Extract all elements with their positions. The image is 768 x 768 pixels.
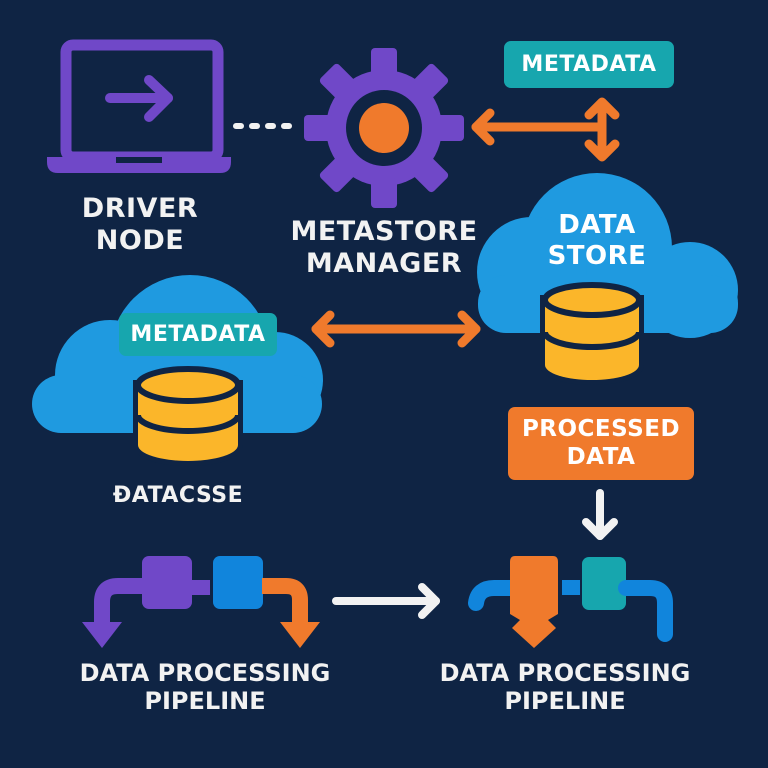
right-arrow bbox=[332, 583, 440, 619]
pipeline-left-label-line1: DATA PROCESSING bbox=[79, 659, 331, 687]
processed-data-label-line2: DATA bbox=[566, 443, 636, 470]
metastore-manager-label-line1: METASTORE bbox=[290, 216, 478, 247]
data-store-database-icon bbox=[540, 282, 644, 385]
pipeline-left-label-line2: PIPELINE bbox=[144, 687, 266, 716]
metastore-manager-label-line2: MANAGER bbox=[305, 247, 463, 279]
metadata-tag-top: METADATA bbox=[504, 41, 674, 88]
pipeline-right-label-line1: DATA PROCESSING bbox=[439, 659, 691, 687]
driver-node-label-line2: NODE bbox=[95, 224, 185, 256]
pipeline-right-icon bbox=[468, 556, 673, 648]
database-label: ÐATACSSE bbox=[112, 483, 244, 508]
processed-data-box: PROCESSED DATA bbox=[508, 407, 694, 480]
pipeline-left-label: DATA PROCESSING PIPELINE bbox=[60, 659, 350, 716]
driver-node-label: DRIVER NODE bbox=[50, 193, 230, 257]
pipeline-right-label-line2: PIPELINE bbox=[504, 687, 626, 716]
data-store-label: DATA STORE bbox=[527, 210, 667, 271]
dotted-connector bbox=[233, 123, 292, 129]
pipeline-left-icon bbox=[82, 556, 320, 648]
metastore-manager-label: METASTORE MANAGER bbox=[284, 216, 484, 280]
gear-icon bbox=[304, 48, 464, 208]
database-icon bbox=[133, 366, 243, 466]
laptop-arrow-icon bbox=[47, 39, 231, 173]
data-store-label-line1: DATA bbox=[558, 210, 636, 240]
pipeline-right-label: DATA PROCESSING PIPELINE bbox=[420, 659, 710, 716]
down-arrow bbox=[582, 489, 618, 540]
processed-data-label-line1: PROCESSED bbox=[521, 415, 681, 442]
bidirectional-arrow-top bbox=[471, 97, 620, 162]
driver-node-label-line1: DRIVER bbox=[81, 193, 199, 224]
bidirectional-arrow-middle bbox=[311, 310, 481, 348]
data-store-label-line2: STORE bbox=[547, 240, 647, 271]
metadata-tag-database: METADATA bbox=[119, 313, 277, 356]
gear-center-dot bbox=[359, 103, 409, 153]
